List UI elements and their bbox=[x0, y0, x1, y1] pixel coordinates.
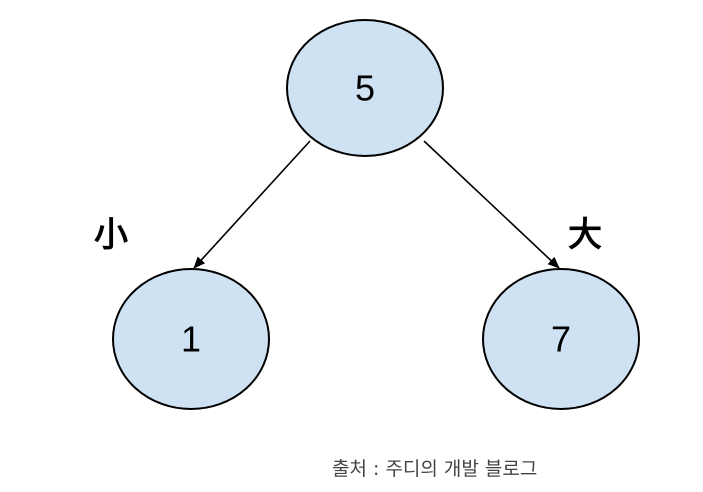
edge-root-to-right: 大 bbox=[423, 140, 602, 269]
node-root-circle bbox=[286, 19, 444, 157]
node-left-circle bbox=[112, 268, 270, 410]
node-left-value: 1 bbox=[181, 319, 201, 360]
node-left: 1 bbox=[112, 268, 270, 410]
edge-root-right-line bbox=[423, 140, 560, 269]
node-right-circle bbox=[482, 268, 640, 410]
node-root-value: 5 bbox=[355, 68, 375, 109]
source-caption: 출처 : 주디의 개발 블로그 bbox=[332, 458, 538, 480]
edge-label-small: 小 bbox=[94, 215, 128, 255]
edge-label-large: 大 bbox=[568, 215, 602, 255]
node-root: 5 bbox=[286, 19, 444, 157]
node-right-value: 7 bbox=[551, 319, 571, 360]
edge-root-to-left: 小 bbox=[94, 140, 311, 269]
edge-root-left-line bbox=[193, 140, 311, 269]
node-right: 7 bbox=[482, 268, 640, 410]
